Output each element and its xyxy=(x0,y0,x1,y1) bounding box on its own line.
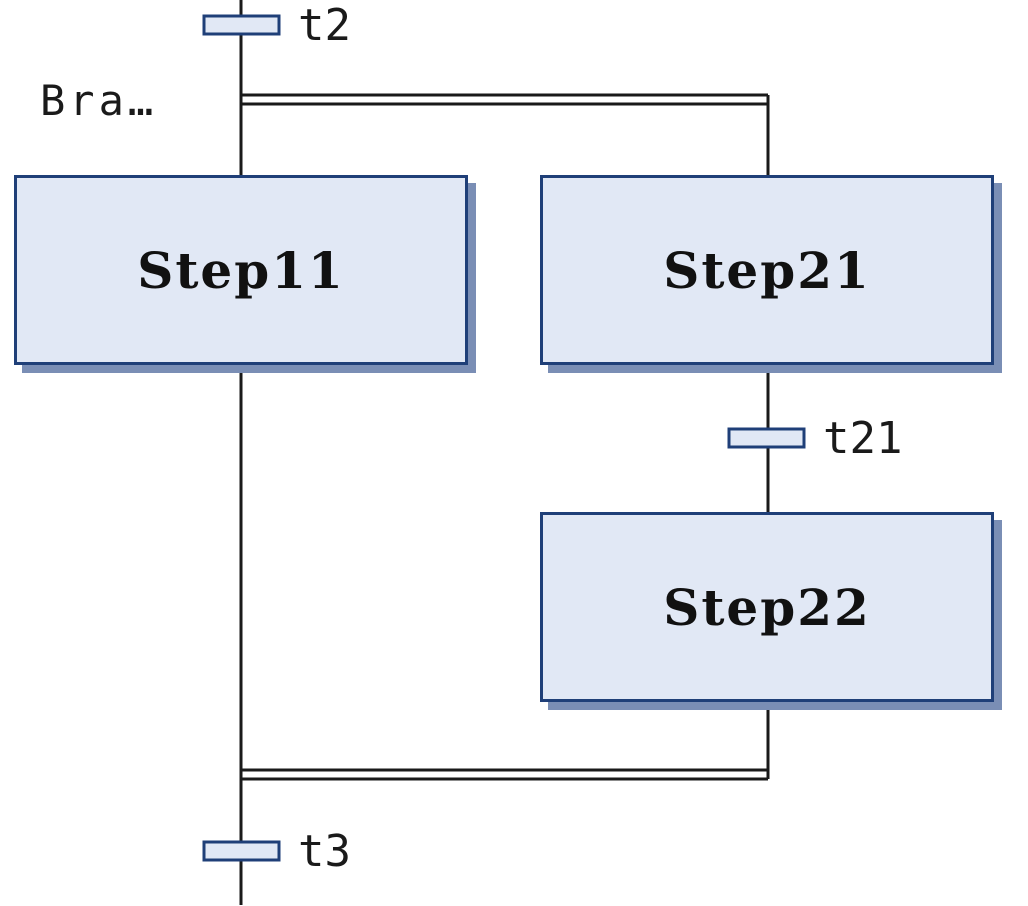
transition-label-t21[interactable]: t21 xyxy=(823,413,903,464)
transition-label-t3[interactable]: t3 xyxy=(298,826,351,877)
transition-bar-t21[interactable] xyxy=(727,427,806,449)
step-box-step22[interactable]: Step22 xyxy=(540,512,994,702)
step-box-step11[interactable]: Step11 xyxy=(14,175,468,365)
step-label-step22: Step22 xyxy=(663,577,871,637)
step-label-step11: Step11 xyxy=(137,240,345,300)
transition-bar-t2[interactable] xyxy=(202,14,281,36)
transition-label-t2[interactable]: t2 xyxy=(298,0,351,51)
step-label-step21: Step21 xyxy=(663,240,871,300)
transition-bar-t3[interactable] xyxy=(202,840,281,862)
step-box-step21[interactable]: Step21 xyxy=(540,175,994,365)
branch-label[interactable]: Bra… xyxy=(40,76,158,125)
